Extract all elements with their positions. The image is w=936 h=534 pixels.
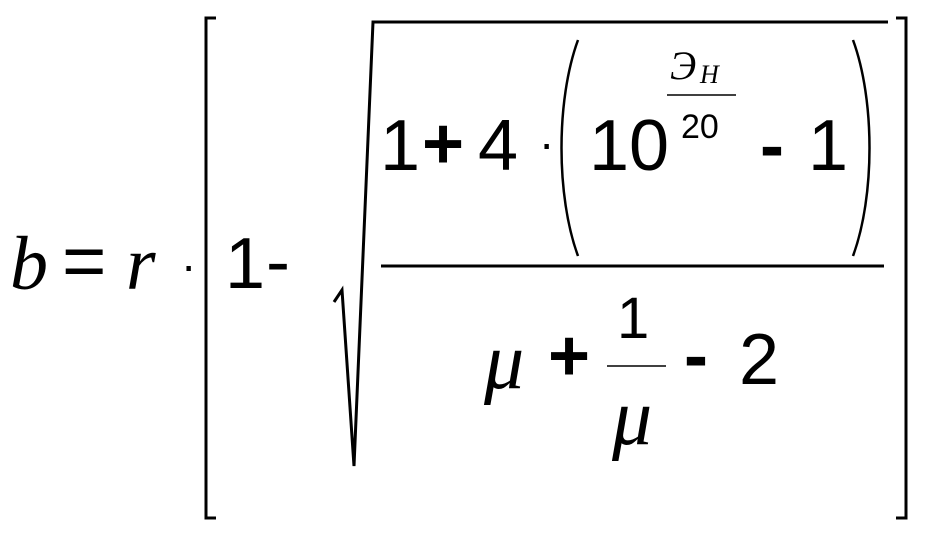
variable-b: b bbox=[10, 222, 48, 306]
denominator-two: 2 bbox=[739, 320, 780, 400]
numerator-one-inner: 1 bbox=[808, 106, 849, 186]
equals-sign: = bbox=[62, 219, 107, 304]
exponent-denominator: 20 bbox=[681, 108, 719, 146]
denominator-mu: μ bbox=[484, 318, 525, 406]
radical-sign bbox=[332, 20, 888, 467]
exponent-subscript-n: Н bbox=[700, 60, 719, 89]
multiplication-dot-outer: · bbox=[181, 239, 197, 291]
right-square-bracket bbox=[896, 16, 908, 520]
left-parenthesis bbox=[560, 39, 580, 257]
numerator-minus: - bbox=[760, 106, 784, 186]
denominator-plus: + bbox=[548, 316, 591, 396]
left-square-bracket bbox=[204, 16, 216, 520]
variable-r: r bbox=[126, 222, 156, 306]
numerator-dot: · bbox=[539, 117, 555, 169]
right-parenthesis bbox=[851, 39, 871, 257]
numerator-four: 4 bbox=[478, 106, 519, 186]
one-outer: 1 bbox=[225, 224, 266, 304]
exponent-numerator-e: Э bbox=[670, 43, 697, 88]
minus-outer: - bbox=[266, 222, 290, 302]
numerator-ten: 10 bbox=[589, 106, 670, 186]
small-fraction-denominator: μ bbox=[612, 374, 653, 462]
denominator-minus: - bbox=[684, 316, 708, 396]
numerator-plus: + bbox=[422, 104, 465, 184]
numerator-one: 1 bbox=[380, 106, 421, 186]
small-fraction-numerator: 1 bbox=[617, 286, 650, 351]
